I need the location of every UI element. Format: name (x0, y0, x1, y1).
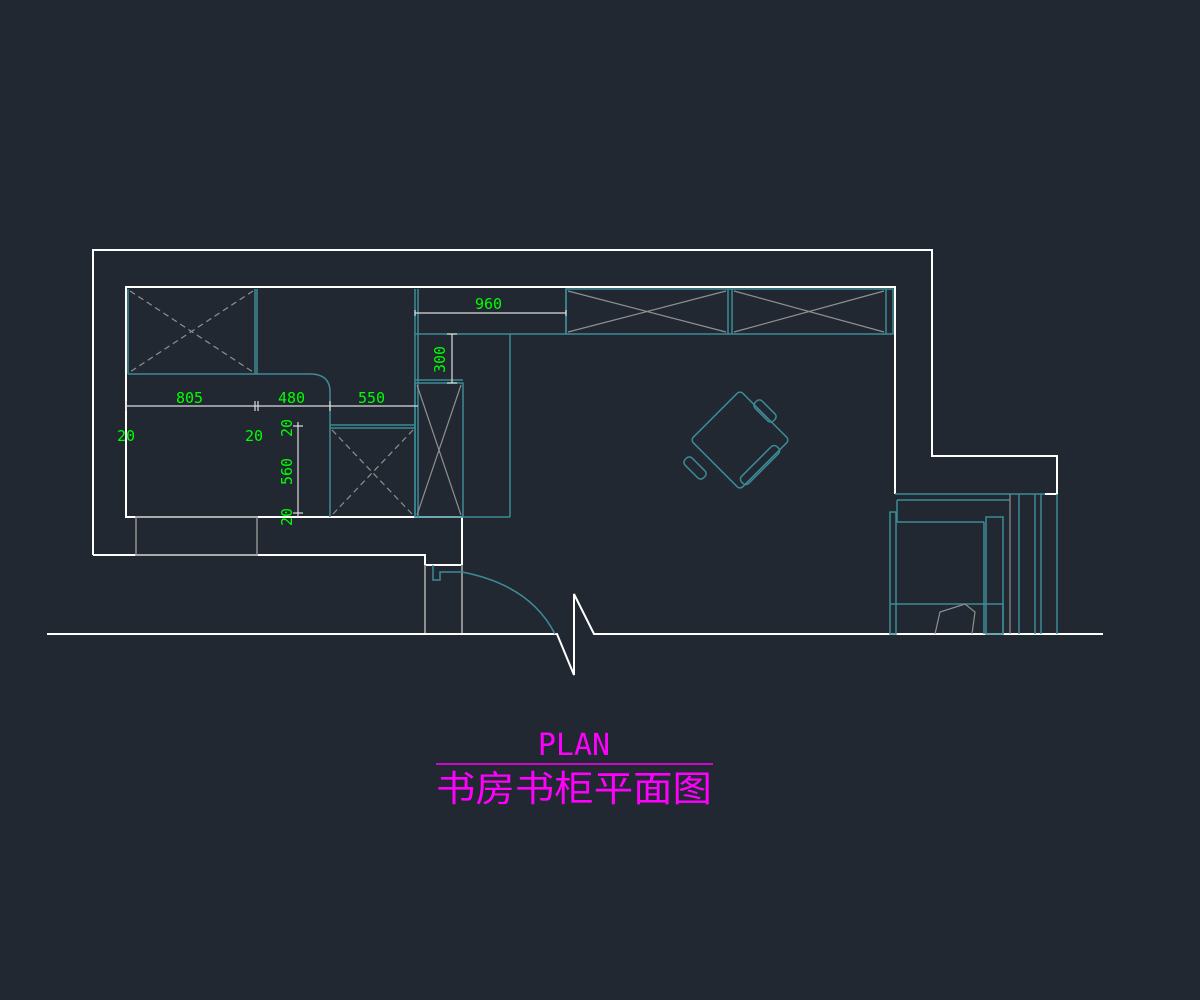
walls (47, 249, 1103, 676)
chair-1 (753, 399, 777, 423)
cabinet-crosses (129, 290, 885, 516)
dim-left-width: 805 (176, 389, 203, 407)
chair-3 (739, 444, 781, 486)
dimension-lines (125, 310, 567, 517)
dim-top-depth: 300 (431, 346, 449, 373)
door-leaf (432, 565, 462, 581)
desk (691, 391, 789, 489)
dim-mid-width: 480 (278, 389, 305, 407)
door-swing-arc (461, 571, 556, 635)
dimension-labels: 960 300 805 480 550 20 20 20 560 20 (117, 295, 502, 526)
right-detail (934, 494, 1011, 635)
desk-and-chairs (683, 391, 789, 489)
title-en: PLAN (538, 728, 610, 763)
title-cn: 书房书柜平面图 (436, 769, 712, 810)
dim-top-run: 960 (475, 295, 502, 313)
window (135, 516, 258, 556)
dim-gap-left: 20 (117, 427, 135, 445)
dim-right-width: 550 (358, 389, 385, 407)
floor-line-with-break (47, 593, 1103, 676)
outer-wall (92, 249, 1058, 555)
door (432, 565, 556, 635)
cabinets (127, 288, 894, 518)
chair-2 (683, 456, 707, 480)
dim-gap-top: 20 (278, 419, 296, 437)
right-wardrobe (889, 493, 1058, 635)
dim-depth: 560 (278, 458, 296, 485)
drawing-title: PLAN 书房书柜平面图 (436, 728, 713, 810)
dim-gap-mid: 20 (245, 427, 263, 445)
dim-gap-bottom: 20 (278, 508, 296, 526)
